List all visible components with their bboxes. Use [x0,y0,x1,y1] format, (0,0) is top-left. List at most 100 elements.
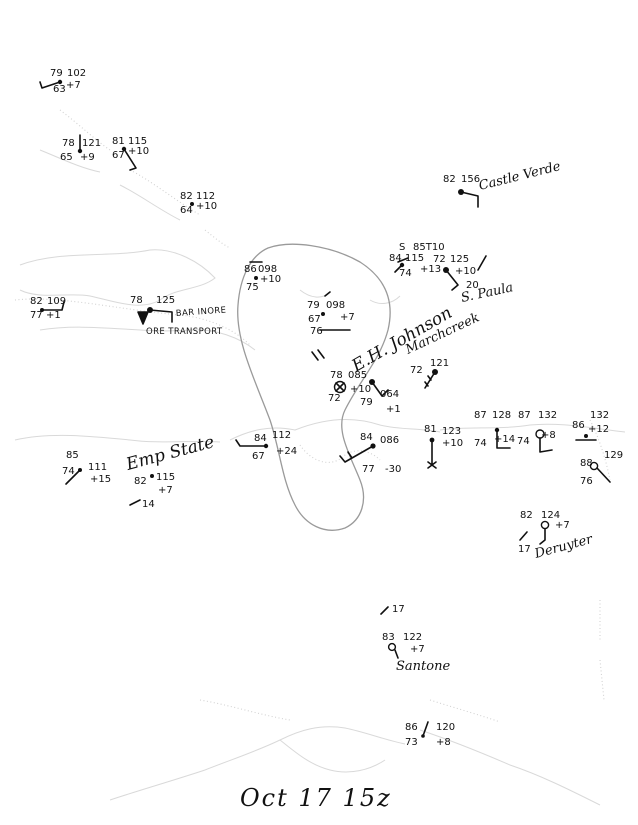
s6-pressure: 115 [405,253,424,264]
s16-dewpoint: 77 [362,464,375,475]
s16-temp: 84 [360,432,373,443]
s25-vis: 17 [392,604,405,615]
s23-pressure: 115 [156,472,175,483]
s23-temp: 82 [134,476,147,487]
ship-bar-inore: BAR INORE [176,305,227,319]
s19-pressure: 132 [538,410,557,421]
s14-temp: 72 [410,365,423,376]
s13-tendency: +1 [386,404,401,415]
s18-dewpoint: 74 [474,438,487,449]
station-s14: 72 121 [410,358,449,389]
s24-vis: 17 [518,544,531,555]
station-s23: 82 115 +7 14 [129,472,175,510]
s2-temp: 78 [62,138,75,149]
s5-temp: 82 [443,174,456,185]
s17-tendency: +10 [442,438,463,449]
s6-dewpoint: 74 [399,268,412,279]
station-s26: 86 120 73 +8 [405,721,455,748]
s3-pressure: 115 [128,136,147,147]
s6-temp: 84 [389,253,402,264]
s12-dewpoint: 72 [328,393,341,404]
s18-temp: 87 [474,410,487,421]
s11-temp: 79 [307,300,320,311]
s9-temp: 82 [30,296,43,307]
s26-dewpoint: 73 [405,737,418,748]
s5-pressure: 156 [461,174,480,185]
s26-tendency: +8 [436,737,451,748]
s13-temp: 79 [360,397,373,408]
station-s17: 81 123 +10 [424,424,463,469]
s24-pressure: 124 [541,510,560,521]
s15-tendency: +24 [276,446,297,457]
station-s11: 79 098 67 +7 76 [307,291,355,337]
station-s4: 82 112 64 +10 [180,191,217,216]
s19-tendency: +8 [541,430,556,441]
s4-tendency: +10 [196,201,217,212]
station-s13: 79 064 +1 [360,379,401,415]
s8-dewpoint: 75 [246,282,259,293]
s12-pressure: 085 [348,370,367,381]
s10-temp: 78 [130,295,143,306]
s3-tendency: +10 [128,146,149,157]
ship-deruyter: Deruyter [532,532,595,562]
s1-tendency: +7 [66,80,81,91]
s18-pressure: 128 [492,410,511,421]
station-s7: 72 125 +10 20 S. Paula [433,254,515,306]
s3-temp: 81 [112,136,125,147]
station-s19: 87 132 74 +8 [517,410,557,453]
s3-dewpoint: 67 [112,150,125,161]
s7-vis: 20 [466,280,479,291]
s1-pressure: 102 [67,68,86,79]
s25-pressure: 122 [403,632,422,643]
s11-dewpoint: 67 [308,314,321,325]
s15-temp: 84 [254,433,267,444]
station-s2: 78 121 65 +9 [60,134,101,163]
s2-pressure: 121 [82,138,101,149]
s19-temp: 87 [518,410,531,421]
s20-temp: 86 [572,420,585,431]
s11-dewpoint2: 76 [310,326,323,337]
s10-pressure: 125 [156,295,175,306]
s8-tendency: +10 [260,274,281,285]
station-s22: 85 111 74 +15 [62,450,111,485]
s7-tendency: +10 [455,266,476,277]
station-s5: 82 156 Castle Verde [443,159,562,208]
s14-pressure: 121 [430,358,449,369]
ship-santone: Santone [396,659,450,674]
station-s6: S 85T10 84 115 74 +13 [389,242,445,279]
station-s10: 78 125 BAR INORE ORE TRANSPORT [130,295,227,337]
s20-tendency: +12 [588,424,609,435]
s16-pressure: 086 [380,435,399,446]
s18-tendency: +14 [494,434,515,445]
s16-tendency: -30 [385,464,401,475]
s1-temp: 79 [50,68,63,79]
s4-pressure: 112 [196,191,215,202]
s9-dewpoint: 77 [30,310,43,321]
s7-pressure: 125 [450,254,469,265]
s2-tendency: +9 [80,152,95,163]
station-s15: 84 112 67 +24 [235,430,297,462]
s15-pressure: 112 [272,430,291,441]
s17-temp: 81 [424,424,437,435]
s22-dewpoint: 74 [62,466,75,477]
s9-pressure: 109 [47,296,66,307]
s24-temp: 82 [520,510,533,521]
s9-tendency: +1 [46,310,61,321]
station-s16: 84 086 77 -30 [339,432,401,475]
s6-w: S [399,242,405,253]
s11-pressure: 098 [326,300,345,311]
station-s20: 86 132 +12 [572,410,609,441]
s8-temp: 86 [244,264,257,275]
station-s21: 88 129 76 [580,450,623,487]
s17-pressure: 123 [442,426,461,437]
station-s24: 82 124 +7 17 Deruyter [518,510,595,562]
s2-dewpoint: 65 [60,152,73,163]
s22-pressure: 111 [88,462,107,473]
s7-temp: 72 [433,254,446,265]
s25-temp: 83 [382,632,395,643]
ship-ore-transport: ORE TRANSPORT [146,327,223,337]
station-s9: 82 109 77 +1 [30,296,66,321]
map-date-label: Oct 17 15z [240,784,392,812]
s15-dewpoint: 67 [252,451,265,462]
